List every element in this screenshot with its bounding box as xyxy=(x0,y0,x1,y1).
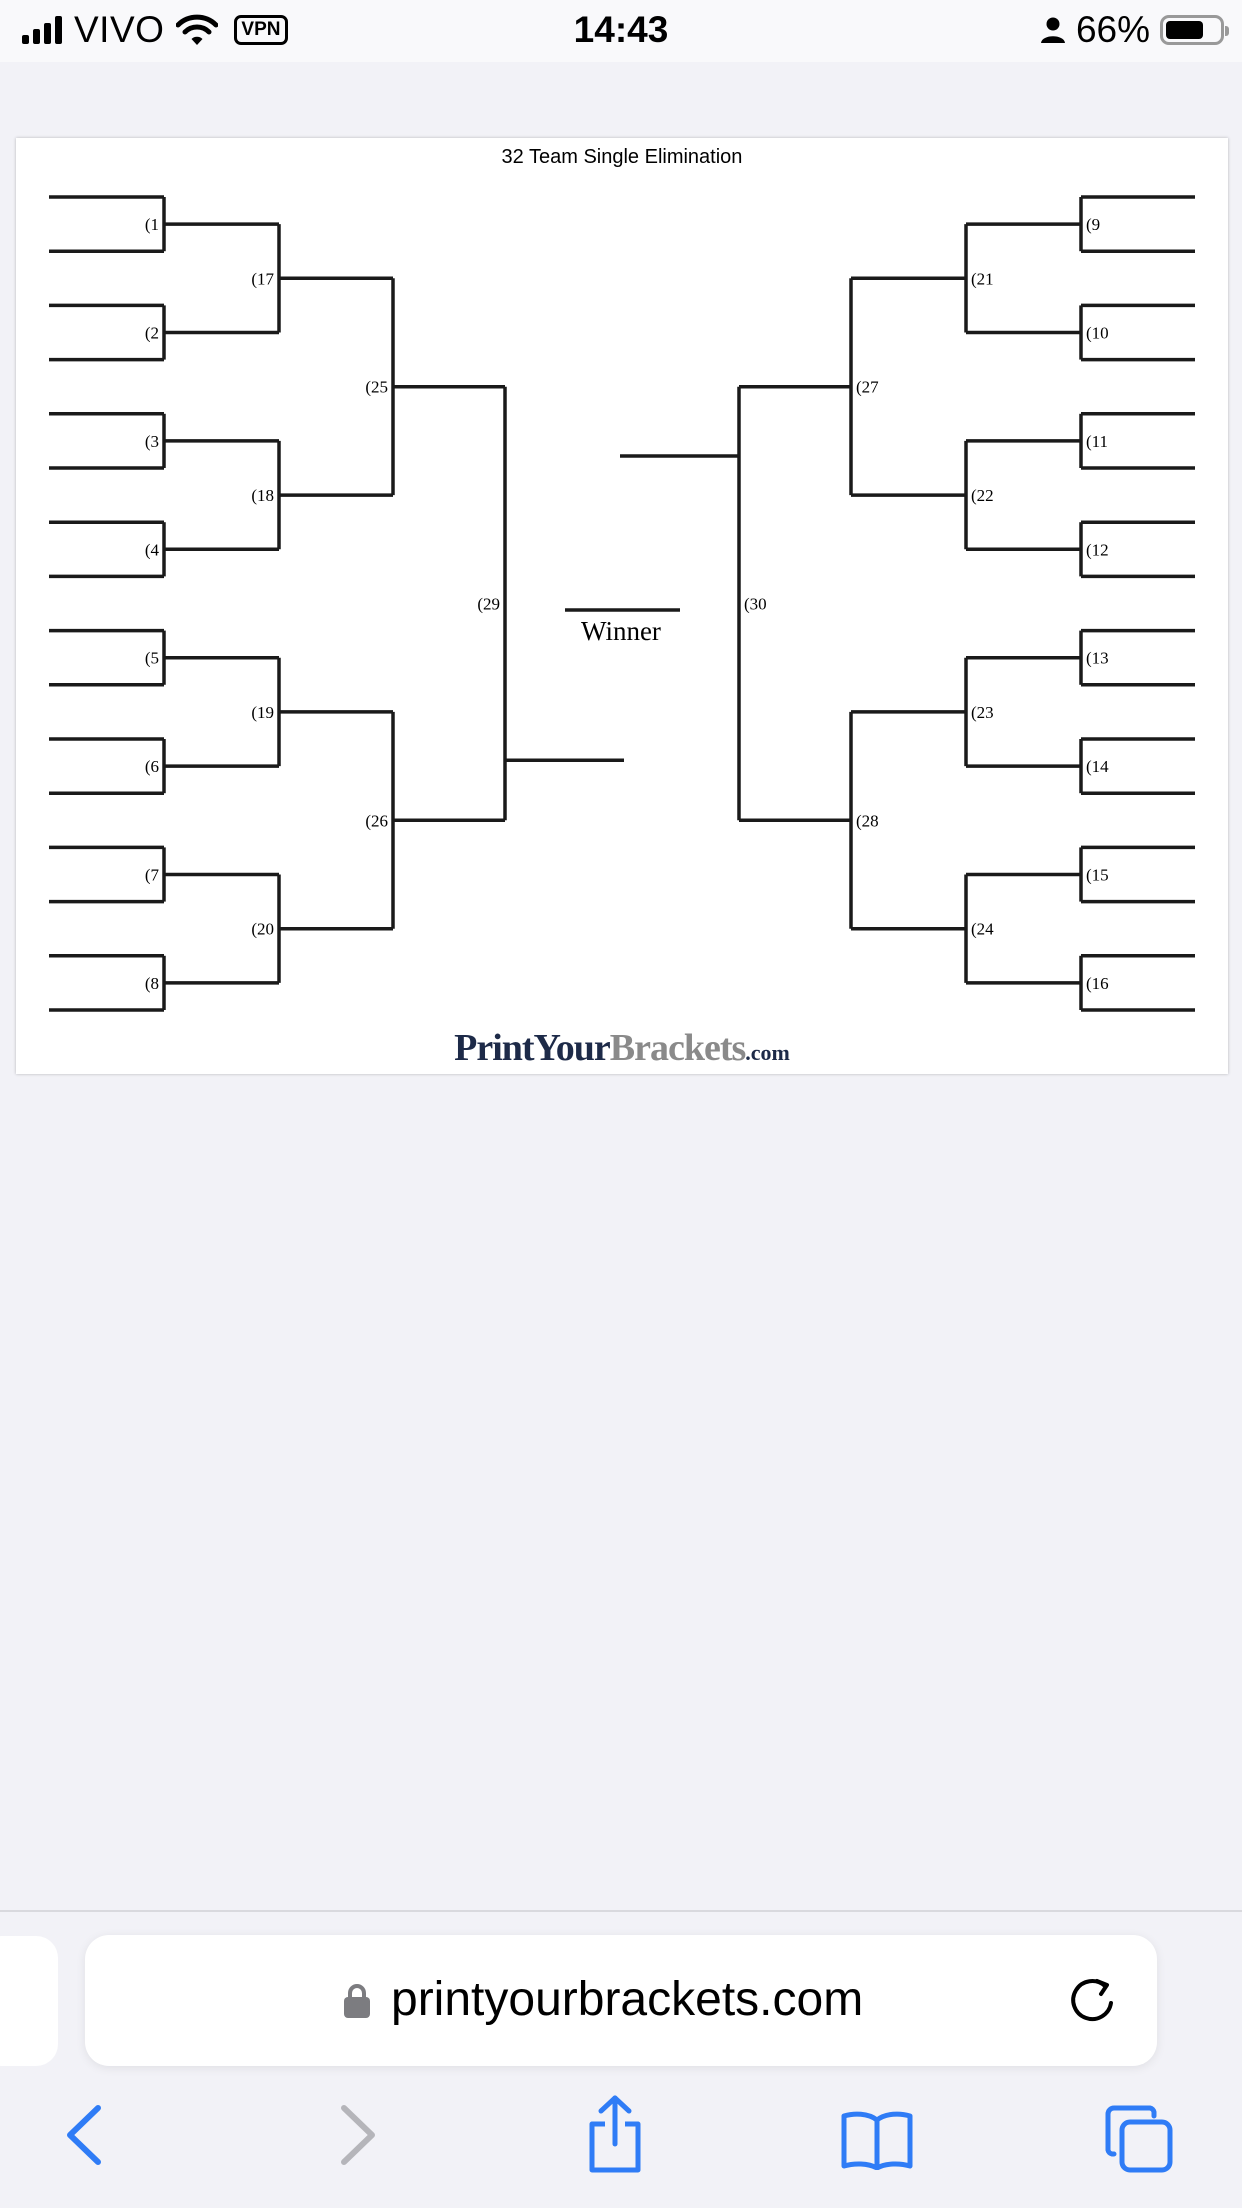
previous-tab-preview[interactable] xyxy=(0,1936,58,2066)
slot-label: (27 xyxy=(856,378,879,397)
slot-label: (14 xyxy=(1086,757,1109,776)
bracket-diagram: (1 (2 (3 (4 (5 (6 (7 (8 (17 (18 (19 (20 (25 (26 (29 (9 (… xyxy=(49,195,1195,1012)
vpn-badge: VPN xyxy=(234,15,288,45)
slot-label: (15 xyxy=(1086,866,1109,885)
slot-label: (20 xyxy=(251,920,274,939)
person-icon xyxy=(1040,17,1065,43)
slot-label: (6 xyxy=(145,757,159,776)
slot-label: (1 xyxy=(145,215,159,234)
slot-label: (21 xyxy=(971,269,994,288)
slot-label: (25 xyxy=(365,378,388,397)
bookmarks-icon xyxy=(841,2111,913,2170)
bracket-title: 32 Team Single Elimination xyxy=(501,146,743,168)
slot-label: (4 xyxy=(145,540,160,559)
clock: 14:43 xyxy=(573,9,669,50)
brand-part-3: .com xyxy=(745,1040,790,1065)
slot-label: (8 xyxy=(145,974,159,993)
slot-label: (3 xyxy=(145,432,159,451)
slot-label: (19 xyxy=(251,703,274,722)
status-left: VIVO VPN xyxy=(22,8,288,52)
tabs-icon xyxy=(1105,2105,1173,2173)
carrier-name: VIVO xyxy=(74,9,165,50)
winner-label: Winner xyxy=(581,616,661,646)
forward-icon xyxy=(341,2105,375,2165)
share-button[interactable] xyxy=(584,2094,646,2174)
wifi-icon xyxy=(176,14,219,45)
forward-button[interactable] xyxy=(332,2100,380,2180)
slot-label: (28 xyxy=(856,811,879,830)
slot-label: (13 xyxy=(1086,649,1109,668)
slot-label: (7 xyxy=(145,866,160,885)
brand-part-2: Brackets xyxy=(609,1027,747,1069)
tabs-button[interactable] xyxy=(1104,2104,1174,2184)
toolbar-divider xyxy=(0,1910,1242,1912)
bracket-document: 32 Team Single Elimination (1(2(3(4(5(6(… xyxy=(16,138,1228,1074)
slot-label: (30 xyxy=(744,595,767,614)
slot-label: (9 xyxy=(1086,215,1100,234)
battery-level-fill xyxy=(1166,21,1203,39)
brand-part-1: PrintYour xyxy=(454,1027,611,1069)
back-icon xyxy=(67,2105,101,2165)
slot-label: (12 xyxy=(1086,540,1109,559)
slot-label: (26 xyxy=(365,811,388,830)
slot-label: (23 xyxy=(971,703,994,722)
slot-label: (2 xyxy=(145,324,159,343)
slot-label: (24 xyxy=(971,920,994,939)
battery-icon xyxy=(1160,15,1229,45)
slot-label: (18 xyxy=(251,486,274,505)
slot-label: (17 xyxy=(251,269,274,288)
reload-icon[interactable] xyxy=(1067,1975,1119,2027)
slot-label: (5 xyxy=(145,649,159,668)
signal-icon xyxy=(22,16,62,44)
battery-percent: 66% xyxy=(1075,9,1150,50)
address-bar[interactable]: printyourbrackets.com xyxy=(85,1935,1157,2066)
slot-label: (22 xyxy=(971,486,994,505)
url-text: printyourbrackets.com xyxy=(391,1973,864,2026)
bookmarks-button[interactable] xyxy=(840,2110,914,2190)
status-bar: VIVO VPN 14:43 66% xyxy=(0,0,1242,62)
lock-icon xyxy=(344,1984,370,2018)
slot-label: (10 xyxy=(1086,324,1109,343)
status-right: 66% xyxy=(1040,8,1229,52)
slot-label: (29 xyxy=(477,595,500,614)
slot-label: (11 xyxy=(1086,432,1108,451)
brand-logo: PrintYourBrackets.com xyxy=(16,1028,1228,1073)
share-icon xyxy=(589,2095,641,2173)
slot-label: (16 xyxy=(1086,974,1109,993)
back-button[interactable] xyxy=(62,2100,110,2180)
